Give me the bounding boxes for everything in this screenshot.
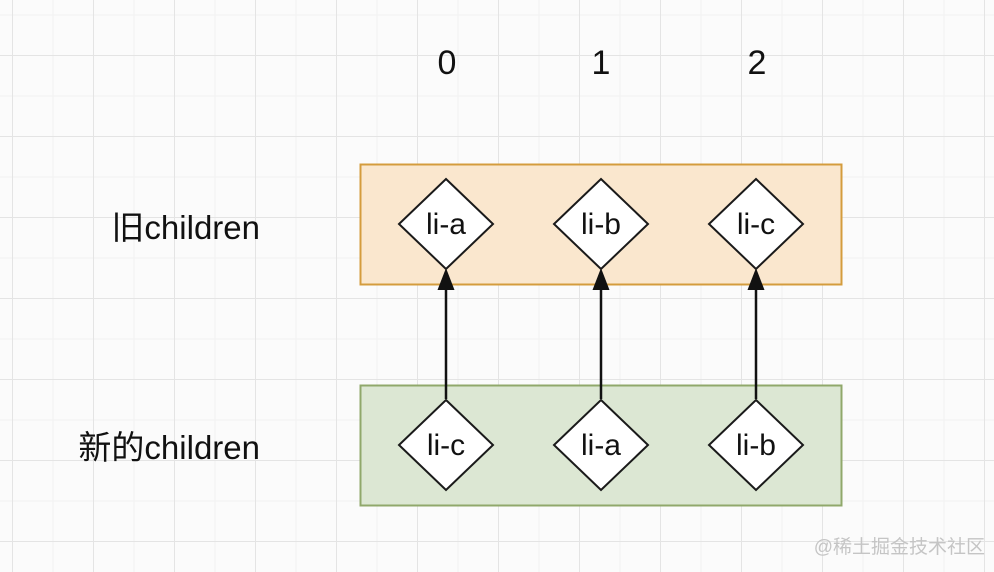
old-node-0-label: li-a	[426, 208, 466, 241]
column-label-2: 2	[748, 44, 767, 82]
column-label-0: 0	[438, 44, 457, 82]
arrow-up-head-icon	[592, 268, 610, 290]
old-children-label: 旧children	[111, 209, 260, 246]
old-children-node-1: li-b	[552, 177, 650, 271]
new-children-node-2: li-b	[707, 398, 805, 492]
new-node-2-label: li-b	[736, 429, 776, 462]
diamond-shape	[707, 398, 805, 492]
old-node-2-label: li-c	[737, 208, 775, 241]
old-children-node-2: li-c	[707, 177, 805, 271]
watermark: @稀土掘金技术社区	[814, 536, 985, 558]
column-headers: 0 1 2	[438, 44, 767, 82]
new-children-label: 新的children	[78, 429, 260, 466]
diamond-shape	[707, 177, 805, 271]
arrow-new0-to-old0	[437, 268, 455, 399]
diamond-shape	[397, 177, 495, 271]
new-node-1-label: li-a	[581, 429, 621, 462]
column-label-1: 1	[592, 44, 611, 82]
old-children-node-0: li-a	[397, 177, 495, 271]
diamond-shape	[397, 398, 495, 492]
arrow-up-head-icon	[437, 268, 455, 290]
arrow-new1-to-old1	[592, 268, 610, 399]
new-children-node-0: li-c	[397, 398, 495, 492]
new-node-0-label: li-c	[427, 429, 465, 462]
diamond-shape	[552, 177, 650, 271]
diamond-shape	[552, 398, 650, 492]
arrow-new2-to-old2	[747, 268, 765, 399]
new-children-node-1: li-a	[552, 398, 650, 492]
arrow-up-head-icon	[747, 268, 765, 290]
old-node-1-label: li-b	[581, 208, 621, 241]
